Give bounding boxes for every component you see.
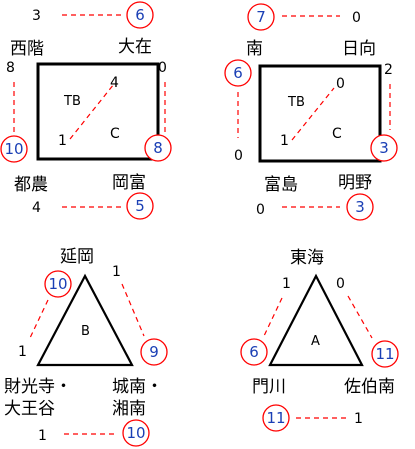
q1-left-score: 8 xyxy=(6,60,15,76)
q1-diagonal xyxy=(69,83,115,140)
q2-diag-score-a: 1 xyxy=(280,133,289,149)
t1-right-ring xyxy=(140,338,168,366)
t1-bottom-pts: 10 xyxy=(126,424,145,442)
q2-team-br: 明野 xyxy=(338,173,372,193)
t1-left-pts: 10 xyxy=(48,275,67,293)
q2-bottom-score: 0 xyxy=(256,202,265,218)
q2-team-bl: 富島 xyxy=(264,175,298,195)
t1-team-br-2: 湘南 xyxy=(112,399,146,419)
q2-top-pts: 7 xyxy=(256,8,266,26)
t1-bottom-score: 1 xyxy=(38,428,47,444)
q2-center-label: TB xyxy=(287,95,305,110)
q2-square xyxy=(258,64,382,163)
q1-right-score: 0 xyxy=(158,60,167,76)
t1-team-bl-1: 財光寺・ xyxy=(4,377,72,397)
t1-left-score: 1 xyxy=(18,344,27,360)
t2-team-top: 東海 xyxy=(290,248,324,268)
t2-right-dash xyxy=(347,295,373,339)
t2-left-ring xyxy=(240,338,268,366)
t1-bottom-ring xyxy=(122,419,150,447)
t2-team-br: 佐伯南 xyxy=(344,377,395,397)
q2-left-score: 0 xyxy=(234,148,243,164)
q2-top-score: 0 xyxy=(352,10,361,26)
q2-bottom-ring xyxy=(346,193,374,221)
t2-center-label: A xyxy=(311,334,320,349)
q2-diagonal xyxy=(291,87,335,141)
q1-right-ring xyxy=(144,134,172,162)
group-q2: TB 0 1 C 南 日向 富島 明野 7 0 0 3 6 0 2 3 xyxy=(224,3,398,221)
t2-right-ring xyxy=(371,340,399,368)
t2-right-pts: 11 xyxy=(375,345,394,363)
t2-left-dash xyxy=(263,297,283,337)
q1-square xyxy=(36,62,160,161)
q1-team-tl: 西階 xyxy=(10,39,44,59)
q1-right-pts: 8 xyxy=(153,139,163,157)
q2-diag-score-b: 0 xyxy=(336,76,345,92)
q2-left-ring xyxy=(224,59,252,87)
q2-team-tr: 日向 xyxy=(342,39,376,59)
t2-triangle xyxy=(268,273,364,367)
q1-diag-score-b: 4 xyxy=(110,75,119,91)
t1-triangle xyxy=(36,273,134,367)
group-q1: TB 4 1 C 西階 大在 都農 岡富 3 6 4 5 8 10 0 8 xyxy=(0,1,172,220)
q2-right-score: 2 xyxy=(384,62,393,78)
q1-team-tr: 大在 xyxy=(118,37,152,57)
t2-left-score: 1 xyxy=(282,276,291,292)
group-t2: A 東海 門川 佐伯南 1 6 0 11 11 1 xyxy=(240,248,399,432)
q2-top-ring xyxy=(247,3,275,31)
group-t1: B 延岡 財光寺・ 大王谷 城南・ 湘南 10 1 1 9 1 10 xyxy=(4,247,168,447)
q1-top-score: 3 xyxy=(32,8,41,24)
q1-diag-score-a: 1 xyxy=(58,133,67,149)
t2-left-pts: 6 xyxy=(249,343,259,361)
q1-top-ring xyxy=(126,1,154,29)
q2-bottom-pts: 3 xyxy=(355,198,365,216)
t1-right-score: 1 xyxy=(112,264,121,280)
t1-team-top: 延岡 xyxy=(60,247,94,267)
t2-team-bl: 門川 xyxy=(252,377,286,397)
q1-left-pts: 10 xyxy=(4,140,23,158)
t2-bottom-pts: 11 xyxy=(266,409,285,427)
t2-bottom-ring xyxy=(262,404,290,432)
t2-bottom-score: 1 xyxy=(354,411,363,427)
q1-team-br: 岡富 xyxy=(112,173,146,193)
t1-team-br-1: 城南・ xyxy=(112,377,163,397)
t1-team-bl-2: 大王谷 xyxy=(4,399,55,419)
q1-top-pts: 6 xyxy=(135,6,145,24)
q1-team-bl: 都農 xyxy=(14,175,48,195)
t1-left-ring xyxy=(44,270,72,298)
q1-left-ring xyxy=(0,135,28,163)
q1-center-label: TB xyxy=(63,94,81,109)
q1-bottom-score: 4 xyxy=(32,200,41,216)
q1-bottom-pts: 5 xyxy=(135,197,145,215)
q2-team-tl: 南 xyxy=(246,39,263,59)
t2-right-score: 0 xyxy=(336,276,345,292)
q2-anti-label: C xyxy=(332,126,342,142)
t1-right-dash xyxy=(121,283,145,337)
q2-right-pts: 3 xyxy=(379,139,389,157)
t1-center-label: B xyxy=(81,324,90,339)
t1-right-pts: 9 xyxy=(149,343,159,361)
q1-anti-label: C xyxy=(110,126,120,142)
q1-bottom-ring xyxy=(126,192,154,220)
q2-right-ring xyxy=(370,134,398,162)
q2-left-pts: 6 xyxy=(233,64,243,82)
t1-left-dash xyxy=(29,299,49,339)
